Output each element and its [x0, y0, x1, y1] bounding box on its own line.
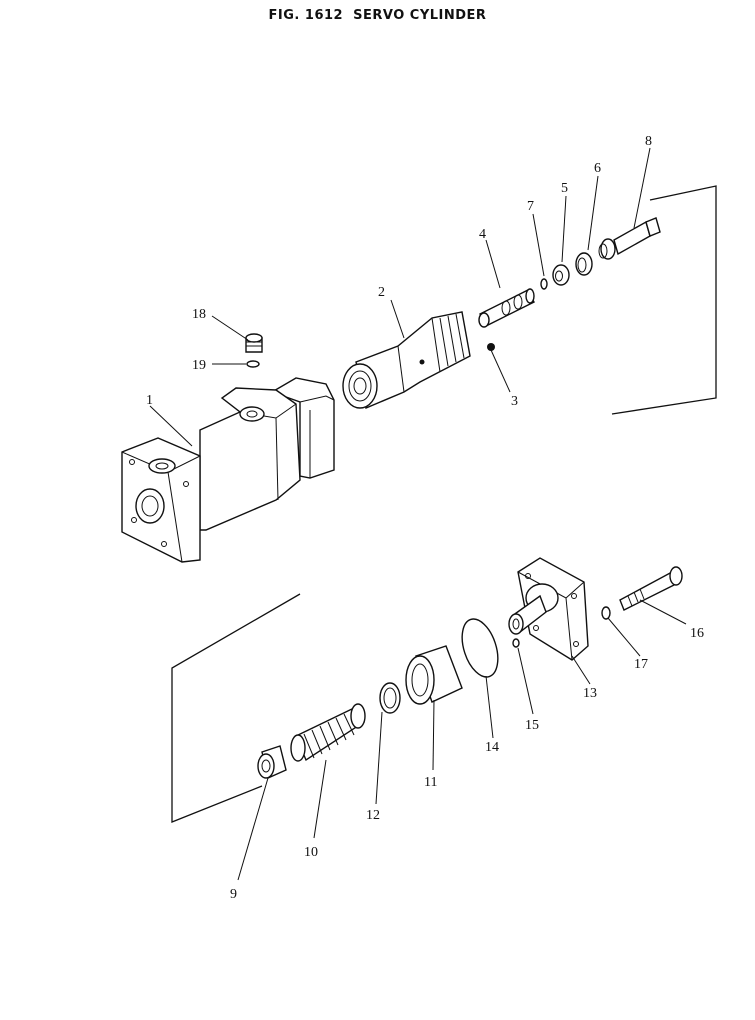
callout-8: 8: [645, 134, 652, 149]
part-14-o-ring: [461, 618, 499, 678]
callout-19: 19: [192, 358, 206, 373]
part-19-o-ring: [246, 360, 260, 368]
part-9-spring-seat: [257, 745, 287, 779]
part-4-spool: [478, 288, 535, 328]
part-15-o-ring: [512, 638, 520, 648]
part-5-washer: [552, 264, 570, 286]
callout-7: 7: [527, 199, 534, 214]
part-7-o-ring: [540, 278, 548, 290]
callout-9: 9: [230, 887, 237, 902]
callout-4: 4: [479, 227, 486, 242]
part-16-bolt: [619, 566, 683, 611]
callout-18: 18: [192, 307, 206, 322]
callout-1: 1: [146, 393, 153, 408]
part-11-bushing: [405, 645, 463, 705]
part-1-cylinder-body: [121, 377, 335, 563]
callout-5: 5: [561, 181, 568, 196]
upper-assembly-boundary: [611, 185, 717, 415]
callout-16: 16: [690, 626, 704, 641]
part-17-washer: [601, 606, 611, 620]
part-13-end-cover: [508, 557, 589, 661]
callout-14: 14: [485, 740, 499, 755]
callout-13: 13: [583, 686, 597, 701]
callout-6: 6: [594, 161, 601, 176]
callout-2: 2: [378, 285, 385, 300]
part-6-ring: [575, 252, 593, 276]
part-2-sleeve: [342, 311, 471, 409]
leader-lines: [149, 147, 687, 881]
figure-title: FIG. 1612 SERVO CYLINDER: [268, 8, 487, 23]
callout-10: 10: [304, 845, 318, 860]
part-18-plug: [245, 333, 263, 353]
callout-11: 11: [424, 775, 437, 790]
part-10-spring: [290, 703, 366, 762]
part-12-ring: [379, 682, 401, 714]
part-8-bolt: [598, 217, 661, 260]
callout-17: 17: [634, 657, 648, 672]
callout-3: 3: [511, 394, 518, 409]
part-3-plug: [487, 343, 495, 351]
lower-assembly-boundary: [171, 593, 301, 823]
callout-12: 12: [366, 808, 380, 823]
callout-15: 15: [525, 718, 539, 733]
